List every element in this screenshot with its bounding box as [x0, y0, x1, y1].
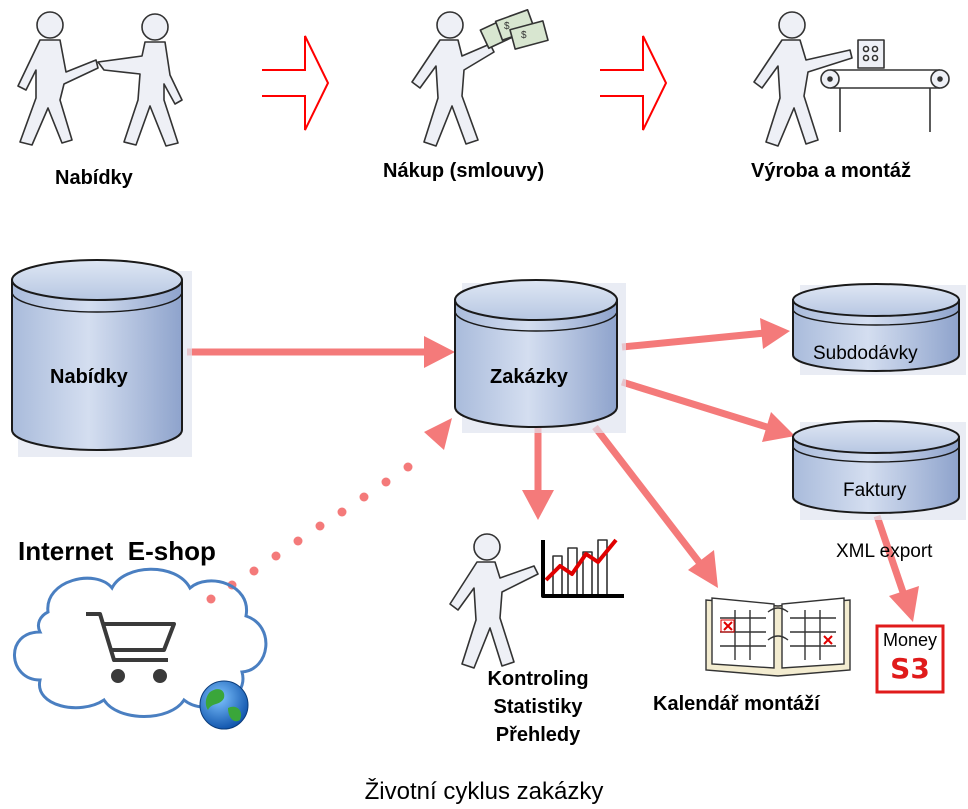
svg-text:$: $: [504, 21, 510, 32]
kontroling-line-2: Statistiky: [493, 696, 583, 718]
eshop-label: Internet E-shop: [18, 536, 216, 566]
database-faktury: [792, 420, 966, 520]
step-label-nakup: Nákup (smlouvy): [383, 160, 545, 182]
kontroling-label: Kontroling Statistiky Přehledy: [468, 665, 608, 749]
db-label-subdodavky: Subdodávky: [813, 343, 918, 364]
calendar-book-icon: [705, 597, 851, 677]
db-label-zakazky: Zakázky: [490, 366, 568, 388]
svg-text:$: $: [521, 30, 527, 41]
globe-icon: [199, 680, 249, 730]
database-zakazky: [454, 279, 626, 433]
step-label-vyroba: Výroba a montáž: [751, 160, 912, 182]
diagram-caption: Životní cyklus zakázky: [364, 778, 604, 805]
money-top-label: Money: [882, 630, 938, 650]
eshop-dotted-connector: [206, 462, 413, 604]
money-s3-label: S3: [890, 652, 930, 685]
database-nabidky: [11, 259, 192, 457]
kalendar-label: Kalendář montáží: [653, 693, 820, 715]
kontroling-line-1: Kontroling: [487, 668, 589, 690]
handshake-figures-icon: [17, 11, 183, 147]
person-with-chart-icon: [449, 533, 624, 669]
database-subdodavky: [792, 283, 966, 375]
shopping-cart-icon: [86, 612, 176, 683]
process-arrow-2: [600, 35, 668, 131]
xml-export-label: XML export: [836, 541, 933, 562]
db-label-nabidky: Nabídky: [50, 366, 128, 388]
db-label-faktury: Faktury: [843, 480, 907, 501]
person-with-money-icon: $ $: [411, 8, 549, 147]
person-at-conveyor-icon: [753, 11, 950, 147]
kontroling-line-3: Přehledy: [495, 724, 581, 746]
step-label-nabidky: Nabídky: [55, 167, 133, 189]
process-arrow-1: [262, 35, 330, 131]
money-s3-logo: [875, 624, 945, 694]
flow-arrows: [187, 318, 919, 622]
